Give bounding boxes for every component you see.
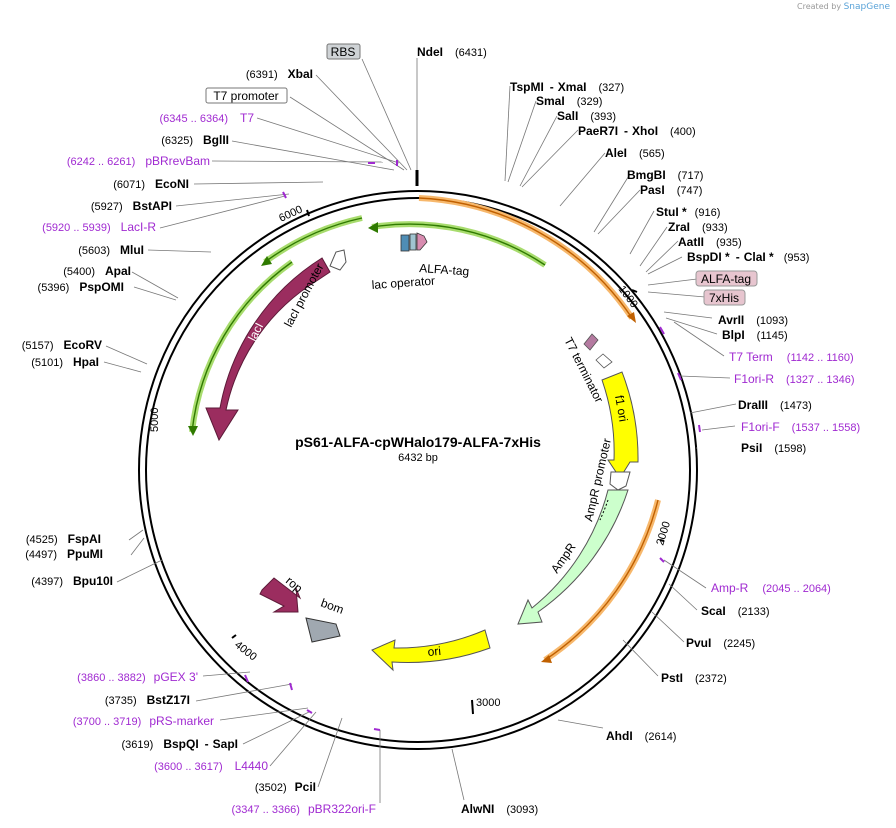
tick-5000: 5000 bbox=[149, 408, 161, 432]
primer-marks bbox=[244, 160, 701, 731]
enzyme-bspqi-sapi: (3619)BspQI-SapI bbox=[122, 737, 238, 751]
f1-ori-label: f1 ori bbox=[612, 394, 630, 423]
rop-arrow bbox=[259, 577, 302, 613]
orf-orange-top bbox=[418, 195, 636, 323]
enzyme-pasi: PasI(747) bbox=[640, 183, 702, 197]
ori-label: ori bbox=[427, 644, 442, 659]
primer-t7: (6345 .. 6364)T7 bbox=[159, 111, 254, 125]
orf-green-outer bbox=[368, 221, 547, 268]
primer-f1ori-r: F1ori-R(1327 .. 1346) bbox=[734, 372, 855, 386]
primer-pgex3: (3860 .. 3882)pGEX 3' bbox=[77, 670, 198, 684]
enzyme-ecorv: (5157)EcoRV bbox=[22, 338, 102, 352]
enzyme-econi: (6071)EcoNI bbox=[113, 177, 189, 191]
bom-label: bom bbox=[319, 596, 346, 617]
enzyme-stui: StuI *(916) bbox=[656, 205, 720, 219]
snapgene-brand: Created by SnapGene bbox=[797, 2, 890, 12]
laci-arrow bbox=[205, 257, 331, 442]
orf-green-inner bbox=[261, 215, 363, 266]
enzyme-ahdi: AhdI(2614) bbox=[606, 729, 676, 743]
his-box-label: 7xHis bbox=[709, 291, 739, 305]
enzyme-tspmi-xmai: TspMI-XmaI(327) bbox=[510, 80, 624, 94]
alfa-tag-box-label: ALFA-tag bbox=[701, 272, 751, 286]
enzyme-blpi: BlpI(1145) bbox=[722, 328, 788, 342]
small-open-arrow bbox=[595, 353, 613, 369]
t7-terminator-label: T7 terminator bbox=[561, 335, 606, 405]
primer-t7-term: T7 Term(1142 .. 1160) bbox=[729, 350, 854, 364]
t7-terminator-shape bbox=[583, 333, 599, 351]
tick-4000: 4000 bbox=[232, 639, 259, 664]
tick-2000: 2000 bbox=[654, 520, 673, 547]
alfa-tag-box: ALFA-tag bbox=[695, 270, 758, 287]
enzyme-draiii: DraIII(1473) bbox=[738, 398, 812, 412]
primer-prs-marker: (3700 .. 3719)pRS-marker bbox=[73, 714, 214, 728]
ampr-promoter-arrow bbox=[609, 471, 631, 491]
primer-f1ori-f: F1ori-F(1537 .. 1558) bbox=[741, 420, 860, 434]
primer-amp-r: Amp-R(2045 .. 2064) bbox=[711, 581, 831, 595]
ampr-arrow bbox=[517, 489, 629, 625]
enzyme-ndei: NdeI(6431) bbox=[417, 45, 487, 59]
rbs-box: RBS bbox=[326, 43, 361, 60]
lac-operator-label: lac operator bbox=[371, 274, 435, 292]
enzyme-zrai: ZraI(933) bbox=[668, 220, 728, 234]
laci-promoter-arrow bbox=[329, 249, 347, 271]
leader-lines bbox=[103, 58, 737, 803]
enzyme-fspai: (4525)FspAI bbox=[26, 532, 101, 546]
t7-promoter-label: T7 promoter bbox=[213, 89, 278, 103]
tick-3000: 3000 bbox=[476, 697, 500, 709]
brand-name: SnapGene bbox=[843, 2, 890, 12]
plasmid-size: 6432 bp bbox=[398, 452, 438, 464]
primer-l4440: (3600 .. 3617)L4440 bbox=[154, 759, 268, 773]
enzyme-psii: PsiI(1598) bbox=[741, 441, 806, 455]
orf-orange-right bbox=[541, 499, 661, 663]
orf-green-left bbox=[188, 259, 294, 436]
ampr-dotted bbox=[599, 499, 609, 521]
brand-prefix: Created by bbox=[797, 2, 842, 11]
primer-pbrrevbam: (6242 .. 6261)pBRrevBam bbox=[67, 154, 210, 168]
enzyme-sali: SalI(393) bbox=[557, 109, 616, 123]
t7-promoter-box: T7 promoter bbox=[205, 87, 288, 104]
enzyme-apai: (5400)ApaI bbox=[63, 264, 131, 278]
bom-box bbox=[305, 617, 341, 643]
ori-arrow bbox=[371, 629, 491, 672]
enzyme-pcii: (3502)PciI bbox=[255, 780, 316, 794]
enzyme-bpu10i: (4397)Bpu10I bbox=[31, 574, 113, 588]
backbone bbox=[138, 190, 698, 750]
f1-ori-arrow bbox=[601, 371, 639, 479]
primer-pbr322ori-f: (3347 .. 3366)pBR322ori-F bbox=[231, 802, 376, 816]
enzyme-paer7i-xhoi: PaeR7I-XhoI(400) bbox=[578, 124, 696, 138]
primer-laci-r: (5920 .. 5939)LacI-R bbox=[42, 220, 156, 234]
enzyme-mlui: (5603)MluI bbox=[78, 243, 144, 257]
enzyme-aatii: AatII(935) bbox=[678, 235, 742, 249]
enzyme-psti: PstI(2372) bbox=[661, 671, 727, 685]
enzyme-avrii: AvrII(1093) bbox=[718, 313, 788, 327]
enzyme-ppumi: (4497)PpuMI bbox=[25, 547, 103, 561]
enzyme-alwni: AlwNI(3093) bbox=[461, 802, 538, 816]
enzyme-alei: AleI(565) bbox=[605, 146, 665, 160]
enzyme-bglii: (6325)BglII bbox=[161, 133, 229, 147]
enzyme-smai: SmaI(329) bbox=[536, 94, 602, 108]
rbs-label: RBS bbox=[331, 45, 356, 59]
enzyme-pvui: PvuI(2245) bbox=[686, 636, 755, 650]
enzyme-scai: ScaI(2133) bbox=[701, 604, 769, 618]
his-box: 7xHis bbox=[703, 289, 746, 306]
enzyme-bmgbi: BmgBI(717) bbox=[627, 168, 703, 182]
enzyme-xbai: (6391)XbaI bbox=[246, 67, 313, 81]
plasmid-name: pS61-ALFA-cpWHalo179-ALFA-7xHis bbox=[295, 434, 541, 450]
enzyme-bstz17i: (3735)BstZ17I bbox=[105, 693, 190, 707]
cds-boxes bbox=[400, 232, 428, 252]
enzyme-pspomi: (5396)PspOMI bbox=[38, 280, 124, 294]
enzyme-bstapi: (5927)BstAPI bbox=[91, 199, 172, 213]
enzyme-hpai: (5101)HpaI bbox=[31, 355, 99, 369]
alfa-tag-label: ALFA-tag bbox=[419, 261, 470, 278]
enzyme-bspdi-clai: BspDI *-ClaI *(953) bbox=[687, 250, 809, 264]
